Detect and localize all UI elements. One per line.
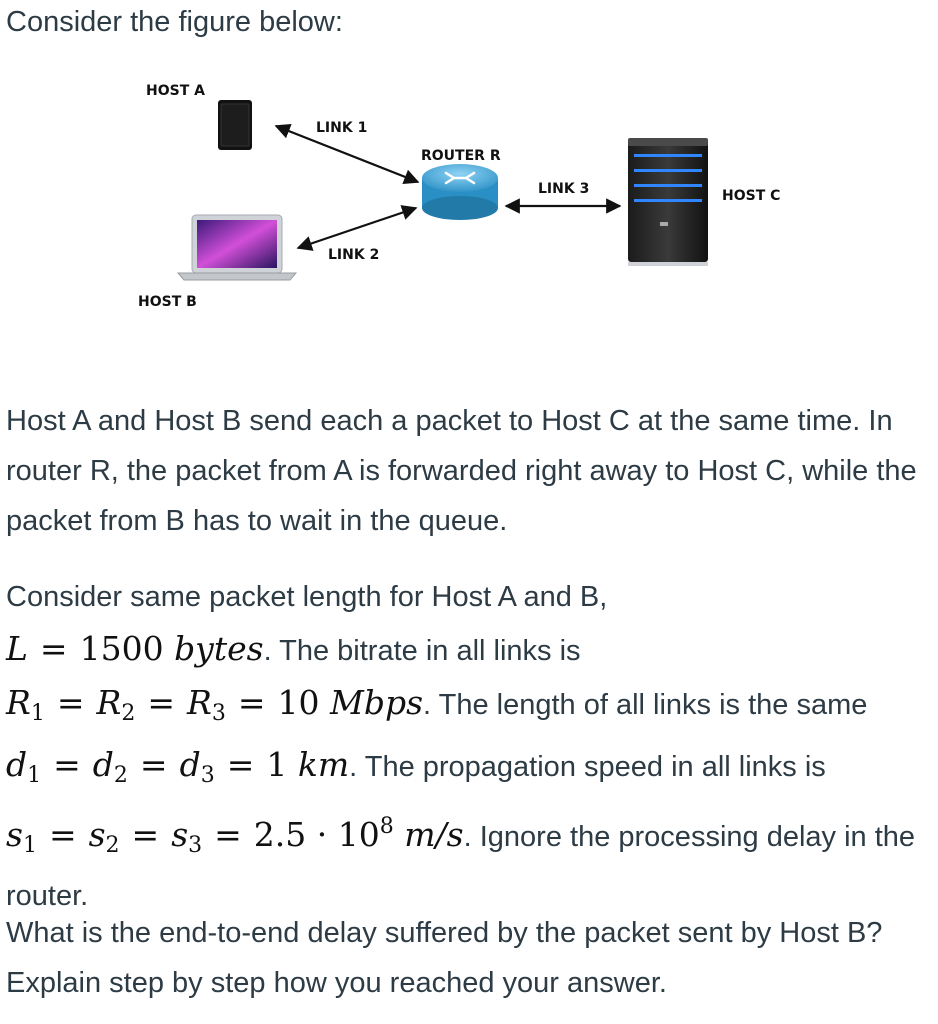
host-a-label: HOST A — [146, 83, 205, 99]
text-link-length: . The length of all links is the same — [423, 689, 868, 721]
host-b-laptop-icon — [176, 214, 298, 281]
text-bitrate: . The bitrate in all links is — [263, 635, 581, 667]
paragraph-scenario: Host A and Host B send each a packet to … — [6, 405, 917, 537]
formula-link-length: d1=d2=d3=1 km — [6, 745, 350, 788]
text-ignore-processing: . Ignore the processing delay in the rou… — [6, 821, 916, 912]
host-b-label: HOST B — [138, 294, 197, 310]
text-propagation: . The propagation speed in all links is — [349, 751, 826, 783]
host-c-server-icon — [628, 138, 708, 266]
paragraph-parameters: Consider same packet length for Host A a… — [6, 572, 932, 922]
formula-propagation-speed: s1=s2=s3=2.5 · 108 m/s — [6, 814, 464, 858]
link-3-label: LINK 3 — [538, 181, 589, 197]
text-packet-length: Consider same packet length for Host A a… — [6, 581, 608, 613]
intro-text: Consider the figure below: — [6, 6, 343, 38]
host-a-tablet-icon — [218, 100, 252, 150]
paragraph-question: What is the end-to-end delay suffered by… — [6, 917, 883, 999]
router-icon — [422, 164, 498, 220]
link-1-label: LINK 1 — [316, 120, 367, 136]
network-diagram: HOST A HOST B ROUTER R HOST C LINK 1 LIN… — [138, 83, 780, 310]
host-c-label: HOST C — [722, 188, 780, 204]
link-2-label: LINK 2 — [328, 247, 379, 263]
link-2-arrow — [296, 205, 418, 251]
formula-bitrate: R1=R2=R3=10 Mbps — [6, 683, 424, 726]
link-1-arrow — [274, 123, 420, 185]
formula-packet-length: L=1500 bytes — [6, 629, 264, 668]
router-label: ROUTER R — [421, 148, 501, 164]
